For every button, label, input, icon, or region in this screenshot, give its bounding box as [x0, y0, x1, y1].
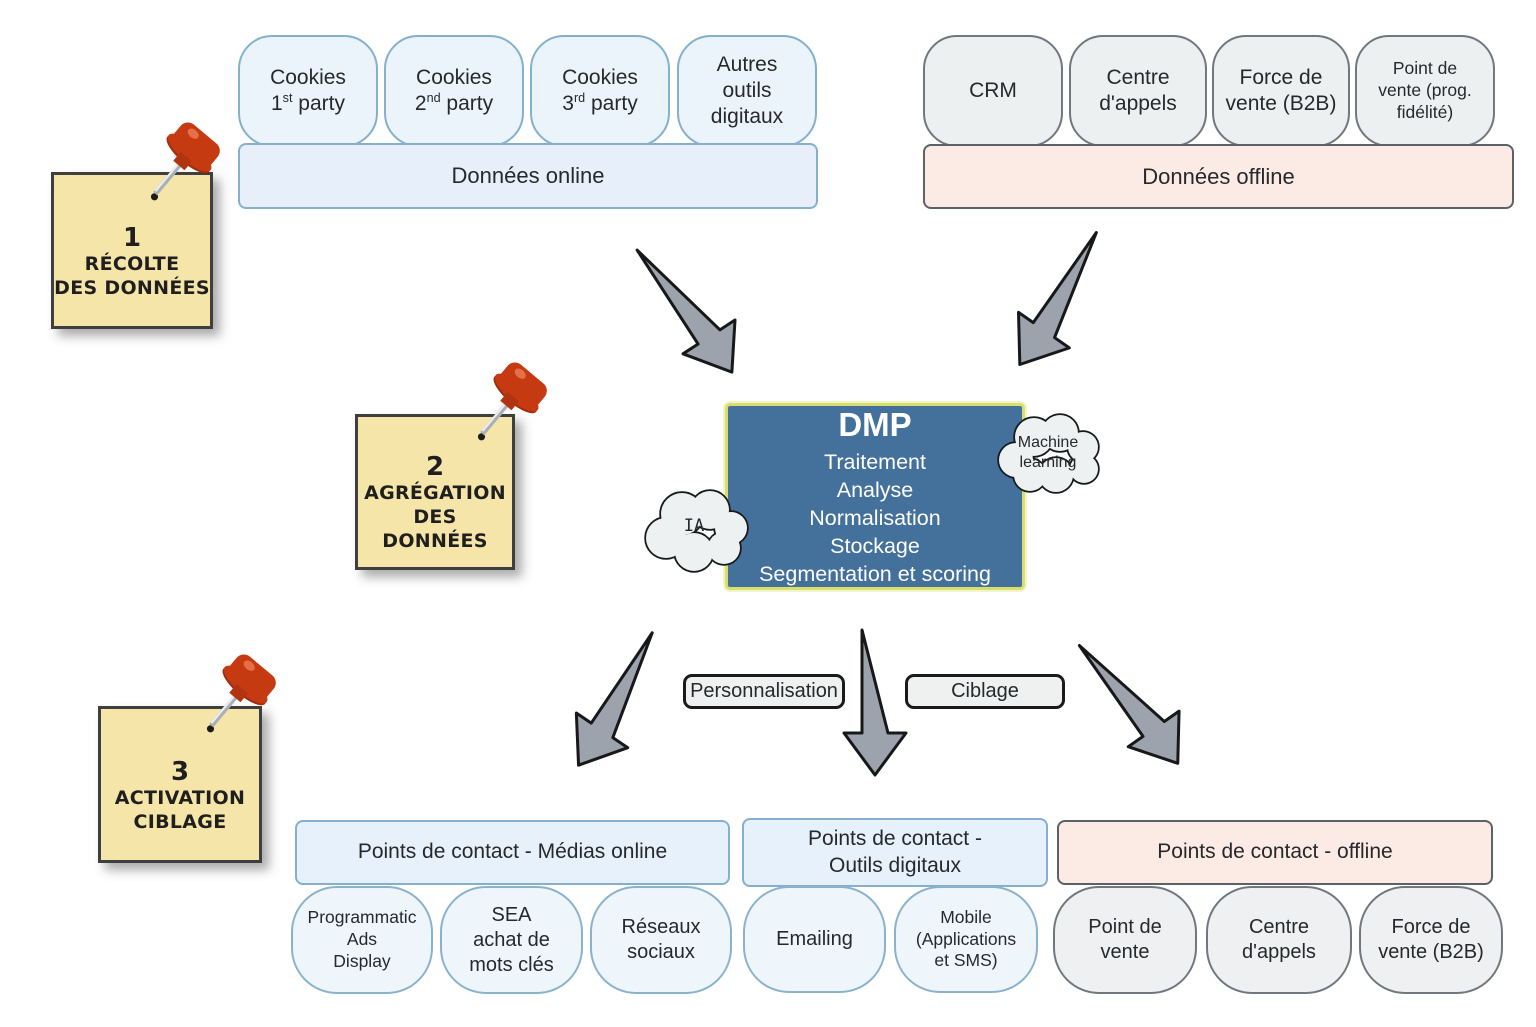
note-step-1-recolte: 1 RÉCOLTE DES DONNÉES — [51, 172, 213, 329]
node-label-ordinal: 3 — [562, 92, 574, 115]
arrow-dmp-to-outils-digitaux — [842, 628, 908, 777]
node-force-de-vente-b2b-offline: Force de vente (B2B) — [1359, 886, 1503, 994]
node-label-tail: party — [585, 92, 638, 115]
pushpin-icon — [477, 362, 547, 441]
pushpin-icon — [150, 122, 220, 201]
node-label-sup: st — [282, 91, 293, 105]
node-label: SEA achat de mots clés — [469, 903, 554, 976]
node-label-ordinal: 2 — [414, 92, 427, 115]
node-label: Cookies — [270, 65, 346, 89]
node-label: Programmatic Ads Display — [307, 907, 417, 971]
node-centre-appels-offline: Centre d'appels — [1206, 886, 1352, 994]
node-emailing: Emailing — [743, 886, 886, 993]
node-label: Cookies — [562, 65, 638, 89]
node-sea-achat-mots-cles: SEA achat de mots clés — [440, 886, 583, 994]
ia-cloud-icon — [644, 489, 749, 573]
node-label-ordinal: 1 — [270, 92, 283, 115]
step-label: AGRÉGATION DES DONNÉES — [364, 482, 506, 552]
header-points-contact-outils-digitaux: Points de contact - Outils digitaux — [742, 818, 1048, 887]
node-reseaux-sociaux: Réseaux sociaux — [590, 886, 732, 994]
bar-donnees-online: Données online — [238, 143, 818, 209]
header-label: Points de contact - offline — [1157, 840, 1393, 864]
node-label: Réseaux sociaux — [621, 916, 701, 963]
node-label: Point de vente (prog. fidélité) — [1378, 58, 1472, 122]
node-label-sup: rd — [573, 91, 586, 105]
header-label: Points de contact - Médias online — [357, 840, 668, 864]
node-label-tail: party — [292, 92, 345, 115]
header-points-contact-offline: Points de contact - offline — [1057, 820, 1493, 885]
dmp-functions: Traitement Analyse Normalisation Stockag… — [759, 450, 991, 587]
ia-cloud-label: IA — [683, 515, 705, 536]
node-label: Force de vente (B2B) — [1378, 916, 1484, 963]
step-number: 3 — [170, 756, 190, 787]
label-text: Ciblage — [951, 680, 1019, 702]
node-centre-appels: Centre d'appels — [1069, 35, 1207, 147]
node-mobile-applications-sms: Mobile (Applications et SMS) — [894, 886, 1038, 993]
node-label: Centre d'appels — [1242, 916, 1316, 963]
machine-learning-cloud-label: Machine learning — [1017, 434, 1079, 471]
step-number: 2 — [425, 452, 445, 483]
node-point-de-vente: Point de vente — [1053, 886, 1197, 994]
node-force-de-vente-b2b: Force de vente (B2B) — [1212, 35, 1350, 147]
bar-label: Données online — [451, 163, 605, 189]
arrow-dmp-to-medias-online — [574, 631, 654, 767]
node-label: Emailing — [776, 928, 853, 950]
bar-label: Données offline — [1142, 163, 1295, 189]
label-personnalisation: Personnalisation — [683, 674, 845, 709]
node-label: Point de vente — [1088, 916, 1162, 963]
node-crm: CRM — [923, 35, 1063, 147]
node-label: Mobile (Applications et SMS) — [915, 906, 1017, 971]
bar-donnees-offline: Données offline — [923, 144, 1514, 209]
step-label: ACTIVATION CIBLAGE — [114, 786, 246, 833]
node-label: CRM — [969, 78, 1017, 102]
node-label: Cookies — [416, 65, 492, 89]
node-label: Centre d'appels — [1099, 65, 1177, 115]
dmp-box: DMP Traitement Analyse Normalisation Sto… — [725, 403, 1025, 590]
label-ciblage: Ciblage — [905, 674, 1065, 709]
machine-learning-cloud-icon — [997, 413, 1100, 494]
note-step-3-activation: 3 ACTIVATION CIBLAGE — [98, 706, 262, 863]
node-label: Autres outils digitaux — [710, 52, 784, 129]
header-points-contact-medias-online: Points de contact - Médias online — [295, 820, 730, 885]
arrow-dmp-to-offline — [1077, 643, 1181, 765]
pushpin-icon — [206, 654, 276, 733]
step-number: 1 — [122, 222, 142, 253]
step-label: RÉCOLTE DES DONNÉES — [54, 252, 210, 299]
note-step-2-agregation: 2 AGRÉGATION DES DONNÉES — [355, 414, 515, 570]
arrow-offline-to-dmp — [1017, 231, 1098, 367]
arrow-online-to-dmp — [635, 248, 737, 374]
header-label: Points de contact - Outils digitaux — [808, 827, 982, 877]
node-cookies-2nd-party: Cookies 2nd party — [384, 35, 524, 147]
node-cookies-1st-party: Cookies 1st party — [238, 35, 378, 147]
node-label: Force de vente (B2B) — [1225, 65, 1337, 115]
node-label-tail: party — [440, 92, 494, 115]
node-label-sup: nd — [426, 91, 441, 105]
node-programmatic-ads-display: Programmatic Ads Display — [291, 886, 433, 994]
label-text: Personnalisation — [690, 680, 838, 702]
dmp-title: DMP — [838, 406, 912, 444]
